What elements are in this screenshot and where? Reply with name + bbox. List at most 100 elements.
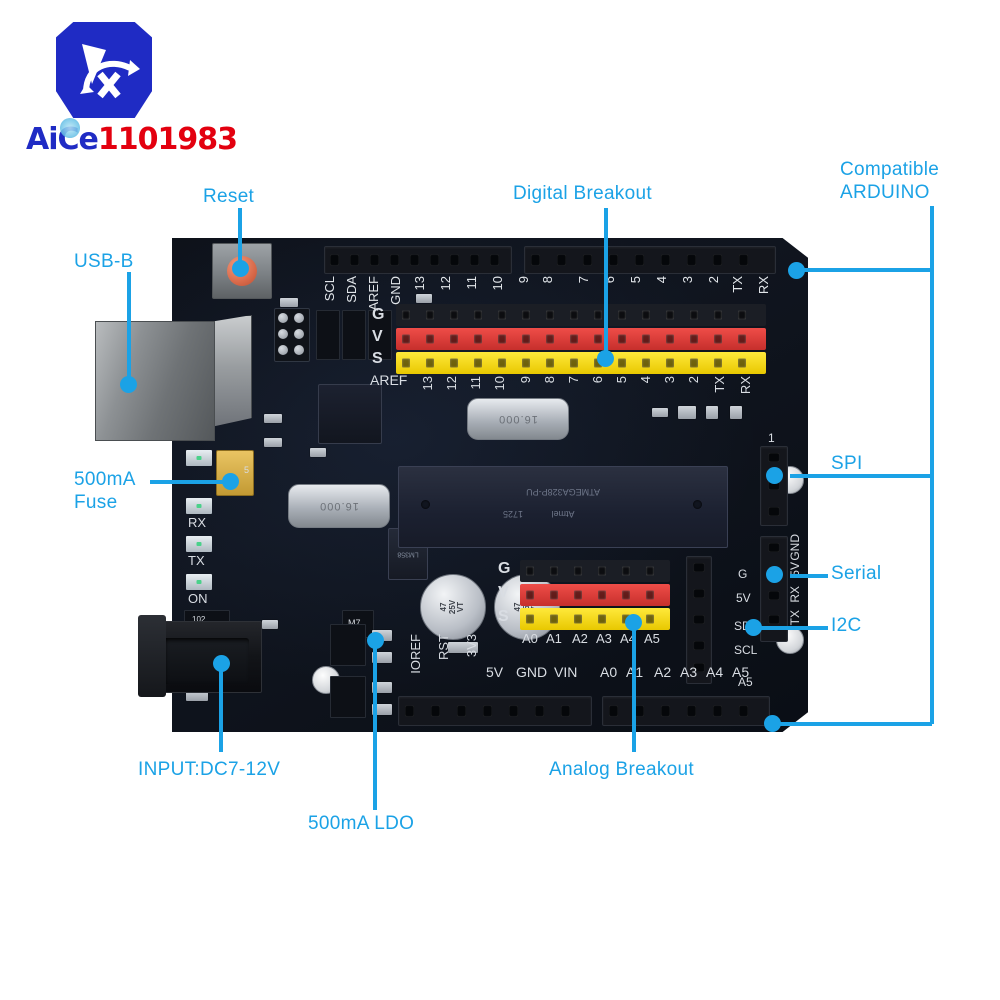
analog-breakout-label-a0: A0 bbox=[522, 631, 538, 646]
smd-component bbox=[652, 408, 668, 417]
i2c-label-5v: 5V bbox=[736, 591, 751, 605]
annotation-fuse: 500mA Fuse bbox=[74, 468, 136, 514]
marker-analog-breakout bbox=[625, 614, 642, 631]
analog-row-label-g: G bbox=[498, 560, 511, 577]
annotation-fuse-line2: Fuse bbox=[74, 492, 118, 513]
pin-label-3: 3 bbox=[680, 276, 695, 284]
pin-label-rx: RX bbox=[756, 276, 771, 295]
usb-interface-chip bbox=[318, 384, 382, 444]
globe-icon bbox=[60, 118, 80, 138]
breakout-label-3: 3 bbox=[662, 376, 677, 384]
annotation-compatible-arduino: Compatible ARDUINO bbox=[840, 158, 939, 204]
smd-pad-group bbox=[342, 310, 366, 360]
smd-component bbox=[372, 704, 392, 715]
mcu-part-number: ATMEGA328P-PU bbox=[526, 487, 600, 497]
power-label-vin: VIN bbox=[554, 664, 578, 680]
spi-header[interactable] bbox=[760, 446, 788, 526]
serial-header[interactable] bbox=[760, 536, 788, 642]
digital-breakout-ground-row[interactable] bbox=[396, 304, 766, 326]
brand-logo: AiCe1101983 bbox=[26, 22, 238, 162]
annotation-compatible-arduino-line2: ARDUINO bbox=[840, 182, 930, 203]
digital-breakout-signal-row[interactable] bbox=[396, 352, 766, 374]
analog-breakout-signal-row[interactable] bbox=[520, 608, 670, 630]
marker-usb-b bbox=[120, 376, 137, 393]
analog-breakout-label-a3: A3 bbox=[596, 631, 612, 646]
analog-breakout-label-a5: A5 bbox=[644, 631, 660, 646]
pin-label-scl: SCL bbox=[322, 276, 337, 302]
breakout-label-11: 11 bbox=[468, 376, 483, 390]
ldo-regulator-1 bbox=[330, 624, 366, 666]
analog-breakout-voltage-row[interactable] bbox=[520, 584, 670, 606]
smd-component bbox=[372, 652, 392, 663]
breakout-label-8: 8 bbox=[542, 376, 557, 384]
breakout-label-7: 7 bbox=[566, 376, 581, 384]
opamp-marking: LM358 bbox=[397, 550, 419, 558]
marker-fuse bbox=[222, 473, 239, 490]
crystal-oscillator-1: 16.000 bbox=[288, 484, 390, 528]
smd-component bbox=[280, 298, 298, 307]
smd-component bbox=[186, 690, 208, 701]
i2c-label-g: G bbox=[738, 567, 748, 581]
bracket-arduino-bottom bbox=[778, 722, 932, 726]
brand-wordmark: AiCe1101983 bbox=[26, 118, 238, 157]
pin-label-12: 12 bbox=[438, 276, 453, 291]
smd-component bbox=[262, 620, 278, 629]
crystal-marking: 16.000 bbox=[498, 413, 538, 425]
led-rx bbox=[186, 498, 212, 514]
analog-row-label-v: V bbox=[498, 584, 509, 601]
marker-arduino-top bbox=[788, 262, 805, 279]
breakout-row-label-g: G bbox=[372, 306, 385, 323]
analog-row-label-s: S bbox=[498, 608, 509, 625]
digital-breakout-voltage-row[interactable] bbox=[396, 328, 766, 350]
led-label-rx: RX bbox=[188, 515, 207, 530]
led-label-on: ON bbox=[188, 591, 208, 606]
leader-line-input-dc bbox=[219, 660, 223, 752]
side-label-a5: A5 bbox=[738, 675, 753, 689]
pin-label-13: 13 bbox=[412, 276, 427, 291]
leader-line-i2c bbox=[760, 626, 828, 630]
annotation-spi: SPI bbox=[831, 453, 863, 474]
leader-line-serial bbox=[790, 574, 828, 578]
icsp2-header bbox=[274, 308, 310, 362]
annotation-compatible-arduino-line1: Compatible bbox=[840, 159, 940, 180]
serial-label-gnd: GND bbox=[788, 534, 802, 561]
leader-line-reset bbox=[238, 208, 242, 266]
shield-icon bbox=[56, 22, 152, 118]
side-label-1: 1 bbox=[768, 431, 775, 445]
digital-header-right[interactable] bbox=[524, 246, 776, 274]
breakout-label-2: 2 bbox=[686, 376, 701, 384]
usb-connector-side bbox=[211, 315, 252, 427]
pin-label-sda: SDA bbox=[344, 276, 359, 303]
power-header[interactable] bbox=[398, 696, 592, 726]
marker-i2c bbox=[745, 619, 762, 636]
leader-line-spi bbox=[790, 474, 932, 478]
bracket-arduino-vertical bbox=[930, 206, 934, 724]
annotation-fuse-line1: 500mA bbox=[74, 469, 136, 490]
annotation-serial: Serial bbox=[831, 563, 882, 584]
pin-label-5: 5 bbox=[628, 276, 643, 284]
smd-pad-group bbox=[316, 310, 340, 360]
i2c-header[interactable] bbox=[686, 556, 712, 684]
pin-label-2: 2 bbox=[706, 276, 721, 284]
analog-label-a4: A4 bbox=[706, 664, 724, 680]
breakout-label-rx: RX bbox=[738, 376, 753, 395]
pin-label-8: 8 bbox=[540, 276, 555, 284]
annotation-analog-breakout: Analog Breakout bbox=[549, 759, 694, 780]
breakout-label-6: 6 bbox=[590, 376, 605, 384]
microcontroller-atmega328p: ATMEGA328P-PU Atmel 1725 bbox=[398, 466, 728, 548]
digital-header-left[interactable] bbox=[324, 246, 512, 274]
analog-breakout-ground-row[interactable] bbox=[520, 560, 670, 582]
smd-component bbox=[264, 438, 282, 447]
bracket-arduino-top bbox=[795, 268, 932, 272]
annotation-i2c: I2C bbox=[831, 615, 862, 636]
marker-digital-breakout bbox=[597, 350, 614, 367]
analog-header[interactable] bbox=[602, 696, 770, 726]
pin-label-4: 4 bbox=[654, 276, 669, 284]
leader-line-fuse bbox=[150, 480, 230, 484]
analog-breakout-label-a2: A2 bbox=[572, 631, 588, 646]
brand-secondary: 1101983 bbox=[97, 122, 238, 157]
annotation-input-dc: INPUT:DC7-12V bbox=[138, 759, 281, 780]
power-label-rst: RST bbox=[436, 634, 451, 660]
